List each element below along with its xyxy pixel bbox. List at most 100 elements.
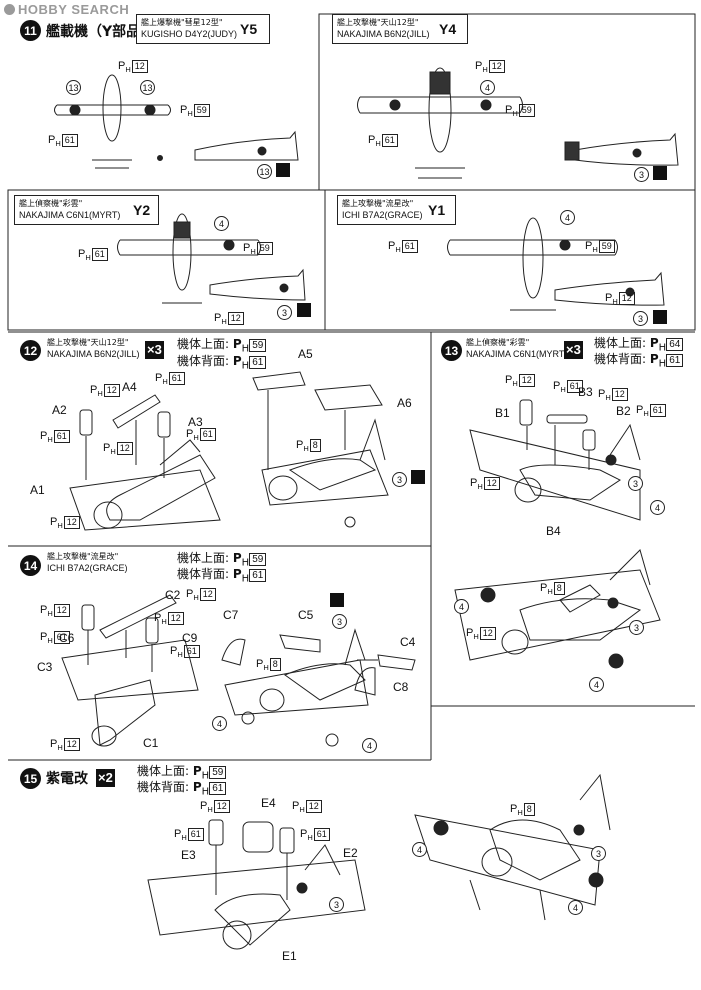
y4-en-label: NAKAJIMA B6N2(JILL) [337,29,430,39]
part-label-c3: C3 [37,660,53,674]
s13-quantity-badge: ×3 [564,341,583,359]
y2-code: Y2 [133,202,151,218]
watermark: HOBBY SEARCH [4,2,129,17]
decal-callout-4: 4 [589,677,604,692]
y2-en-label: NAKAJIMA C6N1(MYRT) [19,210,121,220]
decal-callout-3: 3 [277,305,292,320]
part-label-c6: C6 [59,631,75,645]
step-11-number: 11 [20,20,41,41]
flag-marker-icon [330,593,344,607]
s14-en-label: ICHI B7A2(GRACE) [47,563,128,573]
part-label-a2: A2 [52,403,67,417]
flag-marker-icon [276,163,290,177]
decal-callout-3: 3 [392,472,407,487]
decal-callout-13: 13 [140,80,155,95]
s14-jp-label: 艦上攻撃機"流星改" [47,552,119,561]
part-label-c9: C9 [182,631,198,645]
decal-callout-3: 3 [332,614,347,629]
decal-callout-4: 4 [454,599,469,614]
part-label-e4: E4 [261,796,276,810]
step-14-number: 14 [20,555,41,576]
part-label-c1: C1 [143,736,159,750]
s12-jp-label: 艦上攻撃機"天山12型" [47,338,129,347]
decal-callout-3: 3 [628,476,643,491]
y5-en-label: KUGISHO D4Y2(JUDY) [141,29,238,39]
box-y5: 艦上爆撃機"彗星12型" KUGISHO D4Y2(JUDY) Y5 [136,14,270,44]
part-label-b3: B3 [578,385,593,399]
part-label-b4: B4 [546,524,561,538]
part-label-c5: C5 [298,608,314,622]
part-label-a6: A6 [397,396,412,410]
part-label-b1: B1 [495,406,510,420]
decal-callout-13: 13 [257,164,272,179]
flag-marker-icon [297,303,311,317]
y4-jp-label: 艦上攻撃機"天山12型" [337,18,419,27]
y1-code: Y1 [428,202,446,218]
step-12-number: 12 [20,340,41,361]
y4-code: Y4 [439,21,457,37]
decal-callout-4: 4 [212,716,227,731]
flag-marker-icon [653,310,667,324]
decal-callout-3: 3 [329,897,344,912]
flag-marker-icon [653,166,667,180]
box-y2: 艦上偵察機"彩雲" NAKAJIMA C6N1(MYRT) Y2 [14,195,159,225]
y5-jp-label: 艦上爆撃機"彗星12型" [141,18,223,27]
decal-callout-3: 3 [634,167,649,182]
decal-callout-3: 3 [633,311,648,326]
part-label-c2: C2 [165,588,181,602]
flag-marker-icon [411,470,425,484]
decal-callout-4: 4 [560,210,575,225]
part-label-a4: A4 [122,380,137,394]
part-label-a3: A3 [188,415,203,429]
decal-callout-3: 3 [629,620,644,635]
decal-callout-4: 4 [480,80,495,95]
part-label-c8: C8 [393,680,409,694]
y5-code: Y5 [240,21,258,37]
s12-en-label: NAKAJIMA B6N2(JILL) [47,349,140,359]
step-15-number: 15 [20,768,41,789]
part-label-e2: E2 [343,846,358,860]
part-label-c7: C7 [223,608,239,622]
box-y4: 艦上攻撃機"天山12型" NAKAJIMA B6N2(JILL) Y4 [332,14,468,44]
s13-jp-label: 艦上偵察機"彩雲" [466,338,530,347]
decal-callout-4: 4 [568,900,583,915]
section-11-title: 艦載機（Y部品） [46,24,155,40]
decal-callout-13: 13 [66,80,81,95]
y1-jp-label: 艦上攻撃機"流星改" [342,199,414,208]
step-13-number: 13 [441,340,462,361]
decal-callout-4: 4 [412,842,427,857]
